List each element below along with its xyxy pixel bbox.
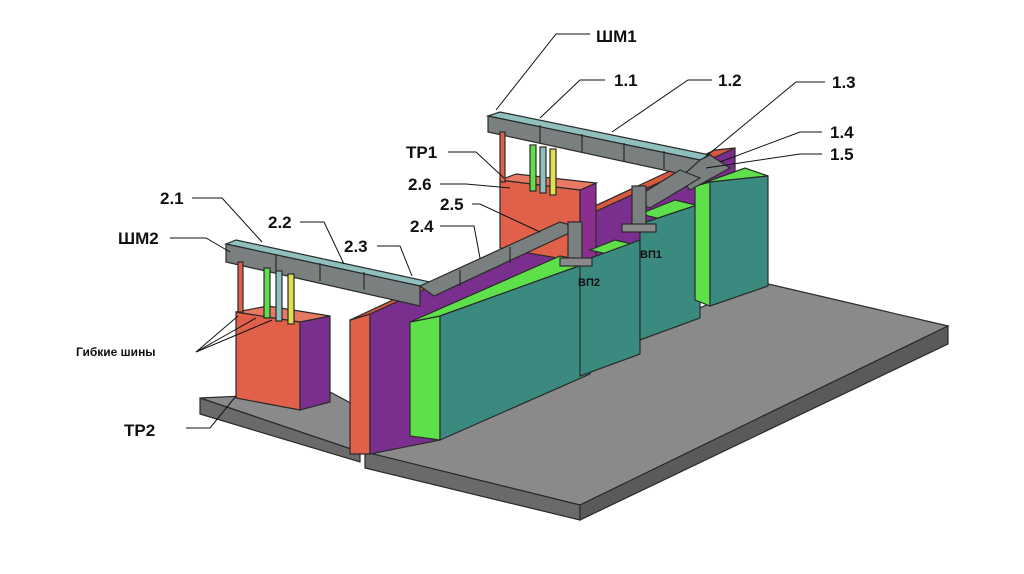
busbar-shm2 <box>223 221 593 325</box>
wall-front-red <box>349 313 371 455</box>
label-2-3: 2.3 <box>344 237 368 256</box>
tr2-front <box>235 311 301 411</box>
label-1-4: 1.4 <box>830 123 854 142</box>
tr2-side <box>299 315 331 411</box>
cabinet-2-side <box>579 239 641 377</box>
label-shm2: ШМ2 <box>118 229 159 248</box>
flex-bus-yellow <box>549 148 557 196</box>
label-1-3: 1.3 <box>832 73 856 92</box>
label-2-4: 2.4 <box>410 217 434 236</box>
label-shm1: ШМ1 <box>596 27 637 46</box>
leader-lines <box>170 33 825 429</box>
shm1-down-run <box>630 169 702 209</box>
label-flexible-buses: Гибкие шины <box>76 345 156 359</box>
label-2-6: 2.6 <box>408 175 432 194</box>
label-vp2: ВП2 <box>578 277 600 289</box>
shm1-drop-vp1 <box>631 185 647 229</box>
flex-bus-teal <box>539 146 547 194</box>
shm1-foot <box>621 223 657 233</box>
cabinet-back-side <box>709 175 769 307</box>
label-vp1: ВП1 <box>640 249 662 261</box>
label-tr1: ТР1 <box>406 143 437 162</box>
floor-left-front <box>199 397 361 463</box>
cabinet-3-side <box>639 203 701 341</box>
flex-bus-yellow-2 <box>287 273 295 325</box>
busbar-shm1 <box>485 111 732 233</box>
shm1-hanger <box>499 131 506 183</box>
cabinet-front-green <box>409 315 441 441</box>
label-2-5: 2.5 <box>440 195 464 214</box>
labels: ШМ1 1.1 1.2 1.3 1.4 1.5 ТР1 2.6 2.5 2.4 … <box>76 27 856 440</box>
label-2-2: 2.2 <box>268 213 292 232</box>
flex-bus-green-2 <box>263 267 271 319</box>
cabinets <box>409 167 769 441</box>
transformer-tr2 <box>235 305 331 411</box>
flex-bus-green <box>529 144 537 192</box>
cabinet-front-side <box>439 261 591 441</box>
label-tr2: ТР2 <box>124 421 155 440</box>
label-2-1: 2.1 <box>160 189 184 208</box>
shm2-front <box>225 243 421 307</box>
shm2-hanger <box>237 261 244 313</box>
flex-bus-teal-2 <box>275 270 283 322</box>
label-1-5: 1.5 <box>830 145 854 164</box>
cabinet-back-green <box>694 181 711 307</box>
label-1-1: 1.1 <box>614 71 638 90</box>
shm2-foot <box>559 257 593 267</box>
floor-main-right <box>579 325 949 521</box>
shm2-drop-vp2 <box>567 221 583 263</box>
label-1-2: 1.2 <box>718 71 742 90</box>
